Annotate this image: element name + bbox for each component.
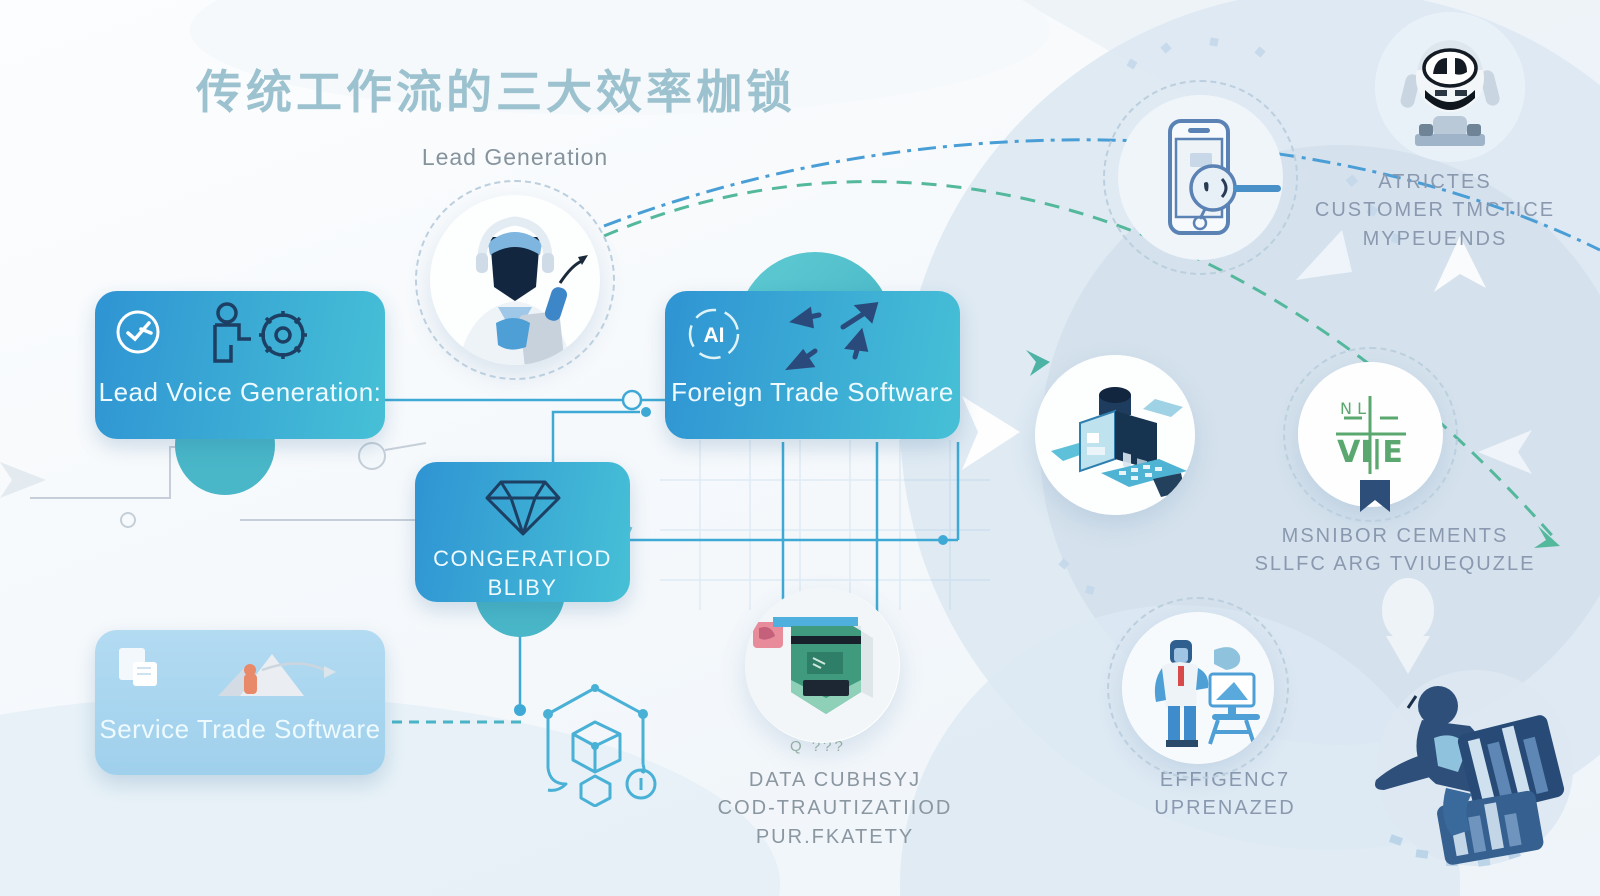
svg-text:AI: AI [704,324,725,347]
caption-line: ATRICTES [1378,171,1492,193]
caption-line: COD-TRAUTIZATIIOD [717,797,953,820]
shield-server-icon [745,588,899,742]
person-gear-icon [213,302,307,363]
box-foreign-trade-software: AI Foreign Trade Software [665,291,960,439]
phone-search-icon [1118,95,1282,259]
machine-circle [1035,355,1195,515]
seal-circle: N L VI|E [1283,347,1458,522]
diamond-icon [485,480,561,536]
box-congeratiod-bliby: CONGERATIOD BLIBY [415,462,630,602]
phone-circle [1103,80,1298,275]
silhouette-figure-icon [1375,670,1573,867]
box-label-line: BLIBY [487,575,558,601]
page-title: 传统工作流的三大效率枷锁 [196,66,796,118]
robot-icon [1375,12,1525,162]
efficiency-caption: EFFIGENC7 UPRENAZED [1100,766,1350,823]
person-desk-icon [1122,612,1274,764]
box-label-line: Foreign Trade [671,377,840,407]
svg-text:VI|E: VI|E [1337,435,1403,470]
monitor-caption: MSNIBOR CEMENTS SLLFC ARG TVIUEQUZLE [1220,522,1570,579]
person-desk-circle [1107,597,1289,779]
shield-circle [745,588,900,743]
headset-agent-icon [430,195,600,365]
box-label: Foreign Trade Software [665,375,960,409]
expand-arrows-icon [785,302,879,371]
box-label-line: Software [847,377,954,407]
box-label-line: Service Trade [99,714,267,744]
box-label-line: Generation: [240,377,382,407]
robot-circle [1375,12,1525,162]
caption-line: CUSTOMER TMCTICE [1314,199,1556,222]
data-caption: DATA CUBHSYJ COD-TRAUTIZATIIOD PUR.FKATE… [675,766,995,851]
caption-line: UPRENAZED [1154,797,1296,820]
box-label: Service Trade Software [95,712,385,746]
box-service-trade-software: Service Trade Software [95,630,385,775]
box-lead-voice-generation: Lead Voice Generation: [95,291,385,439]
machine-icon [1035,355,1195,515]
box-label-line: CONGERATIOD [433,546,612,571]
box-label-line: Lead Voice [98,377,233,407]
check-circle-icon [116,310,160,354]
caption-line: MYPEUENDS [1362,227,1508,250]
caption-line: SLLFC ARG TVIUEQUZLE [1254,553,1536,576]
lead-generation-label: Lead Generation [421,144,609,170]
svg-text:N L: N L [1340,399,1366,418]
package-outline-icon [543,684,657,807]
agent-circle [415,180,615,380]
certificate-seal-icon: N L VI|E [1298,362,1442,512]
caption-line: DATA CUBHSYJ [748,769,922,791]
mountain-icon [218,654,336,696]
document-icon [119,648,157,686]
caption-line: MSNIBOR CEMENTS [1281,525,1509,547]
ai-badge: AI [688,308,740,360]
customer-caption: ATRICTES CUSTOMER TMCTICE MYPEUENDS [1290,168,1580,253]
caption-line: PUR.FKATETY [755,825,915,848]
box-label-line: Software [274,714,381,744]
box-label: CONGERATIOD BLIBY [415,544,630,602]
box-label: Lead Voice Generation: [95,375,385,409]
